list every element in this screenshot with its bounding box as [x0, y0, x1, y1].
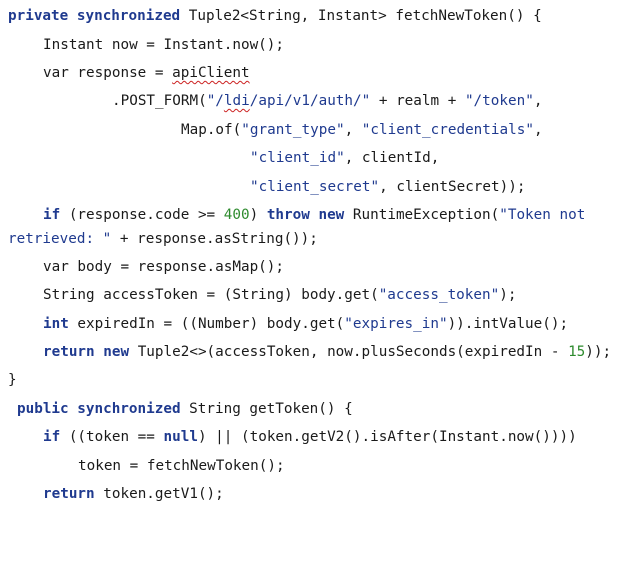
code-line-3: var response = apiClient — [43, 63, 250, 83]
code-text: , — [344, 122, 362, 138]
code-text: + response.asString()); — [111, 231, 318, 247]
code-line-9: retrieved: " + response.asString()); — [8, 229, 318, 249]
code-line-15: public synchronized String getToken() { — [17, 399, 353, 419]
code-text: , — [533, 93, 543, 109]
string-literal: "Token not — [499, 207, 586, 223]
code-text: )); — [585, 344, 612, 360]
keyword-public: public — [17, 401, 69, 417]
code-line-16: if ((token == null) || (token.getV2().is… — [43, 427, 577, 447]
keyword-synchronized: synchronized — [76, 8, 181, 24]
keyword-return: return — [43, 486, 95, 502]
method-signature: String getToken() { — [180, 401, 353, 417]
keyword-int: int — [43, 316, 69, 332]
keyword-if: if — [43, 429, 61, 445]
code-line-13: return new Tuple2<>(accessToken, now.plu… — [43, 342, 611, 362]
code-text: )).intValue(); — [447, 316, 569, 332]
code-line-6: "client_id", clientId, — [250, 148, 439, 168]
code-text: , clientSecret)); — [379, 179, 526, 195]
code-text: var response = — [43, 65, 173, 81]
code-text: Tuple2<>(accessToken, now.plusSeconds(ex… — [129, 344, 569, 360]
code-snippet: private synchronized Tuple2<String, Inst… — [8, 6, 611, 504]
code-text: (response.code >= — [60, 207, 224, 223]
code-line-17: token = fetchNewToken(); — [78, 456, 285, 476]
keyword-new: new — [103, 344, 130, 360]
number-literal: 400 — [223, 207, 250, 223]
code-text: , — [533, 122, 543, 138]
misspelled-string-part: ldi — [223, 93, 250, 109]
keyword-return: return — [43, 344, 95, 360]
keyword-null: null — [163, 429, 198, 445]
code-line-10: var body = response.asMap(); — [43, 257, 284, 277]
code-text: Instant now = Instant.now(); — [43, 37, 285, 53]
closing-brace: } — [8, 372, 17, 388]
code-line-5: Map.of("grant_type", "client_credentials… — [181, 120, 543, 140]
code-text: .POST_FORM( — [112, 93, 207, 109]
string-literal: "client_credentials" — [361, 122, 534, 138]
string-literal: "grant_type" — [241, 122, 345, 138]
code-line-1: private synchronized Tuple2<String, Inst… — [8, 6, 542, 26]
code-line-7: "client_secret", clientSecret)); — [250, 177, 525, 197]
code-line-4: .POST_FORM("/ldi/api/v1/auth/" + realm +… — [112, 91, 542, 111]
code-line-11: String accessToken = (String) body.get("… — [43, 285, 516, 305]
code-line-14: } — [8, 370, 17, 390]
code-text: String accessToken = (String) body.get( — [43, 287, 379, 303]
code-line-12: int expiredIn = ((Number) body.get("expi… — [43, 314, 568, 334]
method-signature: Tuple2<String, Instant> fetchNewToken() … — [180, 8, 542, 24]
code-text: + realm + — [370, 93, 465, 109]
string-literal: "client_secret" — [250, 179, 380, 195]
code-text: expiredIn = ((Number) body.get( — [68, 316, 345, 332]
string-literal: retrieved: " — [8, 231, 112, 247]
code-text: ((token == — [60, 429, 164, 445]
string-literal: /api/v1/auth/" — [249, 93, 371, 109]
misspelled-identifier: apiClient — [172, 65, 250, 81]
code-text: var body = response.asMap(); — [43, 259, 285, 275]
keyword-synchronized: synchronized — [77, 401, 181, 417]
code-text: token.getV1(); — [94, 486, 224, 502]
keyword-private: private — [8, 8, 69, 24]
string-literal: "/token" — [464, 93, 534, 109]
code-line-2: Instant now = Instant.now(); — [43, 35, 284, 55]
code-text — [95, 344, 104, 360]
number-literal: 15 — [568, 344, 586, 360]
string-literal: "client_id" — [250, 150, 345, 166]
keyword-throw: throw — [266, 207, 310, 223]
code-text: ); — [499, 287, 517, 303]
code-line-18: return token.getV1(); — [43, 484, 224, 504]
string-literal: "access_token" — [378, 287, 500, 303]
string-literal: "/ — [206, 93, 224, 109]
keyword-if: if — [43, 207, 61, 223]
code-line-8: if (response.code >= 400) throw new Runt… — [43, 205, 585, 225]
code-text: ) || (token.getV2().isAfter(Instant.now(… — [197, 429, 577, 445]
keyword-new: new — [318, 207, 345, 223]
code-text: ) — [249, 207, 267, 223]
code-text: Map.of( — [181, 122, 242, 138]
code-text: , clientId, — [344, 150, 440, 166]
code-text: token = fetchNewToken(); — [78, 458, 285, 474]
code-text: RuntimeException( — [344, 207, 500, 223]
string-literal: "expires_in" — [344, 316, 448, 332]
